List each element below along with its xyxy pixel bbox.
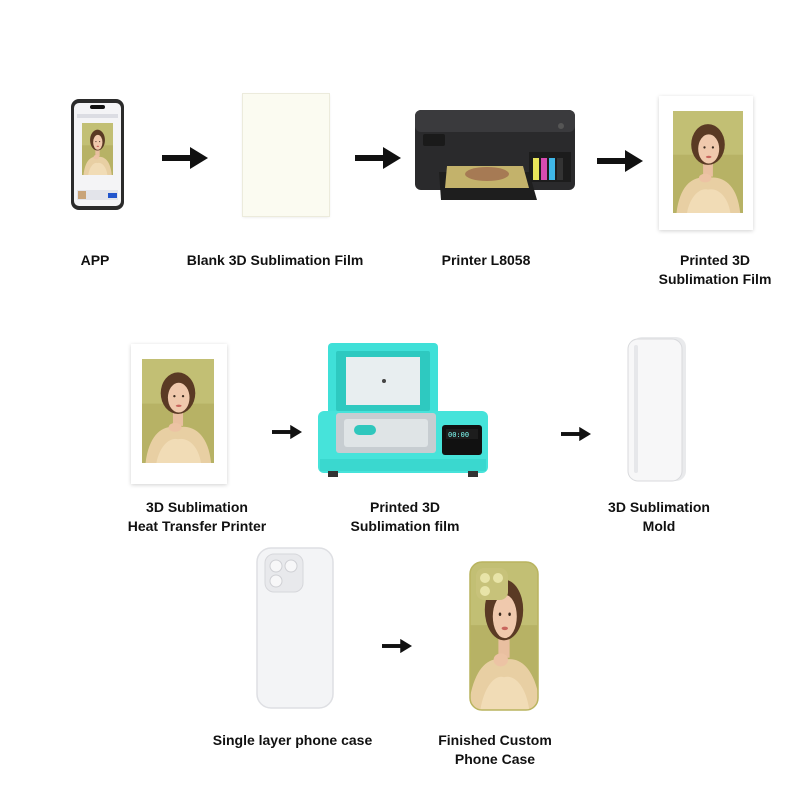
step-label-printer: Printer L8058 (441, 252, 531, 268)
step-label-blank-film: Blank 3D Sublimation Film (186, 252, 364, 268)
step-label-single-layer-case: Single layer phone case (212, 732, 373, 748)
arrow-right-icon (561, 426, 591, 442)
step-label-heat-transfer-printer: 3D Sublimation Heat Transfer Printer (127, 499, 267, 534)
step-label-printed-film-2: Printed 3D Sublimation film (350, 499, 460, 534)
arrow-right-icon (162, 147, 208, 169)
step-label-mold: 3D Sublimation Mold (608, 499, 710, 534)
printed-sublimation-film-image (659, 96, 753, 230)
printer-image (411, 104, 581, 204)
blank-sublimation-film-image (243, 94, 329, 216)
finished-custom-case-image (468, 560, 540, 712)
printed-film-input-image (131, 344, 227, 484)
svg-text:00:00: 00:00 (448, 431, 469, 439)
step-label-finished-case: Finished Custom Phone Case (438, 732, 552, 767)
arrow-right-icon (382, 638, 412, 654)
arrow-right-icon (597, 150, 643, 172)
heat-transfer-machine-image: 00:00 (316, 341, 490, 481)
step-label-printed-film-1: Printed 3D Sublimation Film (658, 252, 772, 287)
arrow-right-icon (355, 147, 401, 169)
sublimation-mold-image (624, 335, 690, 485)
blank-phone-case-image (255, 546, 337, 712)
smartphone-app-image (70, 98, 125, 211)
arrow-right-icon (272, 424, 302, 440)
step-label-app: APP (80, 252, 110, 268)
